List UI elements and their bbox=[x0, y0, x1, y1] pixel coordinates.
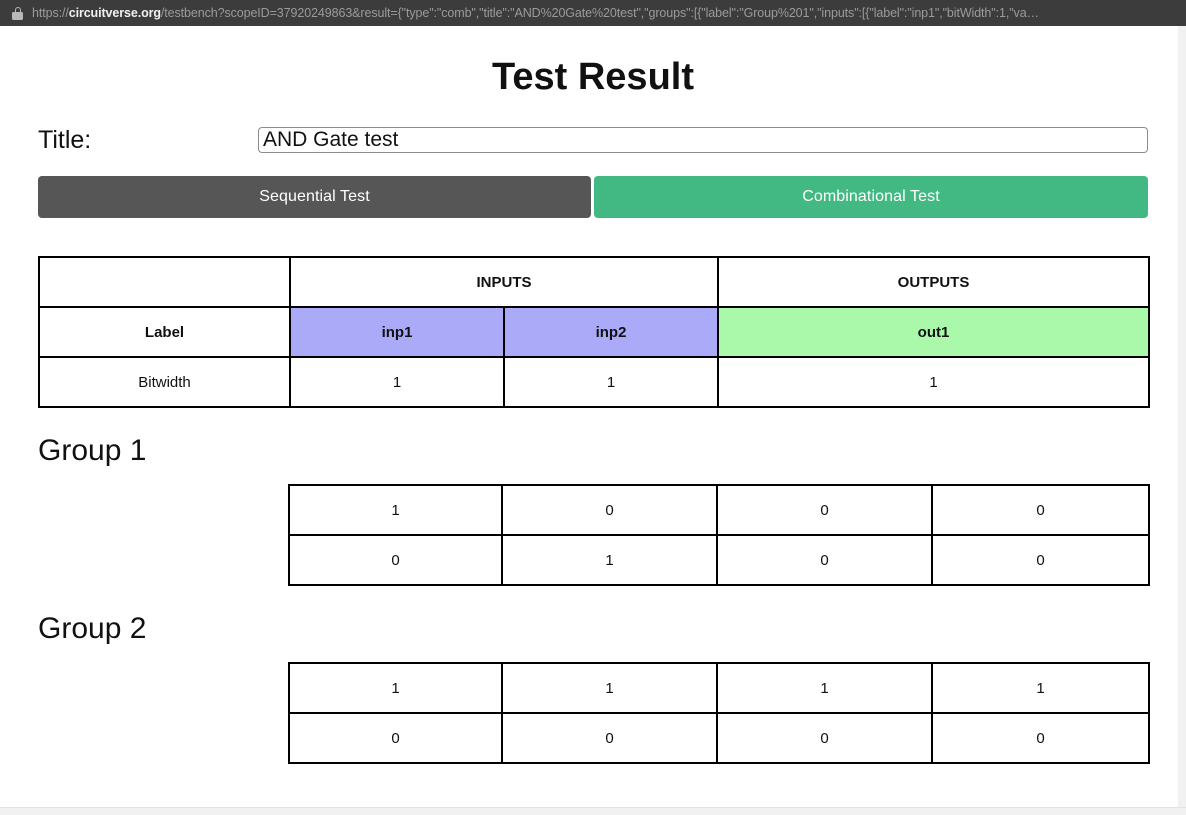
group2-r0-c0: 1 bbox=[288, 662, 503, 714]
io-header-inputs: INPUTS bbox=[288, 256, 720, 308]
io-bitwidth-inp2: 1 bbox=[502, 356, 720, 408]
title-row: Title: bbox=[38, 125, 1148, 155]
group2-r1-c2: 0 bbox=[716, 712, 933, 764]
vertical-scrollbar[interactable] bbox=[1178, 26, 1186, 807]
io-header-outputs: OUTPUTS bbox=[717, 256, 1151, 308]
group-table-1: 1 0 0 0 0 1 0 0 bbox=[288, 484, 1150, 586]
lock-body bbox=[12, 11, 23, 20]
table-row: 1 1 1 1 bbox=[288, 662, 1150, 714]
io-output-label-out1: out1 bbox=[717, 306, 1151, 358]
page-content: Test Result Title: Sequential Test Combi… bbox=[38, 56, 1151, 764]
browser-url-bar[interactable]: https://circuitverse.org/testbench?scope… bbox=[0, 0, 1186, 26]
table-row-header: INPUTS OUTPUTS bbox=[38, 256, 1151, 308]
io-header-blank bbox=[38, 256, 291, 308]
title-input[interactable] bbox=[258, 127, 1148, 153]
group1-r0-c1: 0 bbox=[501, 484, 718, 536]
lock-icon bbox=[12, 6, 23, 20]
mode-button-row: Sequential Test Combinational Test bbox=[38, 176, 1148, 218]
table-row: 0 0 0 0 bbox=[288, 712, 1150, 764]
title-label: Title: bbox=[38, 125, 92, 154]
table-row-label: Label inp1 inp2 out1 bbox=[38, 306, 1151, 358]
io-bitwidth-inp1: 1 bbox=[289, 356, 505, 408]
group-title-1: Group 1 bbox=[38, 434, 147, 467]
url-path: /testbench?scopeID=37920249863&result={"… bbox=[160, 6, 1039, 20]
group2-r1-c1: 0 bbox=[501, 712, 718, 764]
lock-shackle bbox=[14, 6, 21, 13]
url-text[interactable]: https://circuitverse.org/testbench?scope… bbox=[32, 6, 1039, 20]
io-row-label-label: Label bbox=[38, 306, 291, 358]
page-viewport: Test Result Title: Sequential Test Combi… bbox=[0, 26, 1186, 815]
group1-r0-c0: 1 bbox=[288, 484, 503, 536]
group2-r0-c1: 1 bbox=[501, 662, 718, 714]
combinational-test-button[interactable]: Combinational Test bbox=[594, 176, 1148, 218]
group1-r1-c2: 0 bbox=[716, 534, 933, 586]
group-title-2: Group 2 bbox=[38, 612, 147, 645]
page-title: Test Result bbox=[491, 56, 694, 98]
group1-r1-c1: 1 bbox=[501, 534, 718, 586]
url-host: circuitverse.org bbox=[68, 6, 161, 20]
table-row: 0 1 0 0 bbox=[288, 534, 1150, 586]
group1-r0-c2: 0 bbox=[716, 484, 933, 536]
io-input-label-inp2: inp2 bbox=[502, 306, 720, 358]
group2-r0-output: 1 bbox=[931, 662, 1150, 714]
group1-r1-output: 0 bbox=[931, 534, 1150, 586]
io-summary-table: INPUTS OUTPUTS Label inp1 inp2 out1 Bitw… bbox=[38, 256, 1151, 408]
table-row-bitwidth: Bitwidth 1 1 1 bbox=[38, 356, 1151, 408]
group1-r1-c0: 0 bbox=[288, 534, 503, 586]
group2-r1-c0: 0 bbox=[288, 712, 503, 764]
io-row-label-bitwidth: Bitwidth bbox=[38, 356, 291, 408]
group2-r1-output: 0 bbox=[931, 712, 1150, 764]
io-bitwidth-out1: 1 bbox=[717, 356, 1151, 408]
group1-r0-output: 0 bbox=[931, 484, 1150, 536]
io-input-label-inp1: inp1 bbox=[289, 306, 505, 358]
sequential-test-button[interactable]: Sequential Test bbox=[38, 176, 591, 218]
group-table-2: 1 1 1 1 0 0 0 0 bbox=[288, 662, 1150, 764]
group2-r0-c2: 1 bbox=[716, 662, 933, 714]
table-row: 1 0 0 0 bbox=[288, 484, 1150, 536]
horizontal-scrollbar[interactable] bbox=[0, 807, 1186, 815]
url-scheme: https:// bbox=[32, 6, 69, 20]
